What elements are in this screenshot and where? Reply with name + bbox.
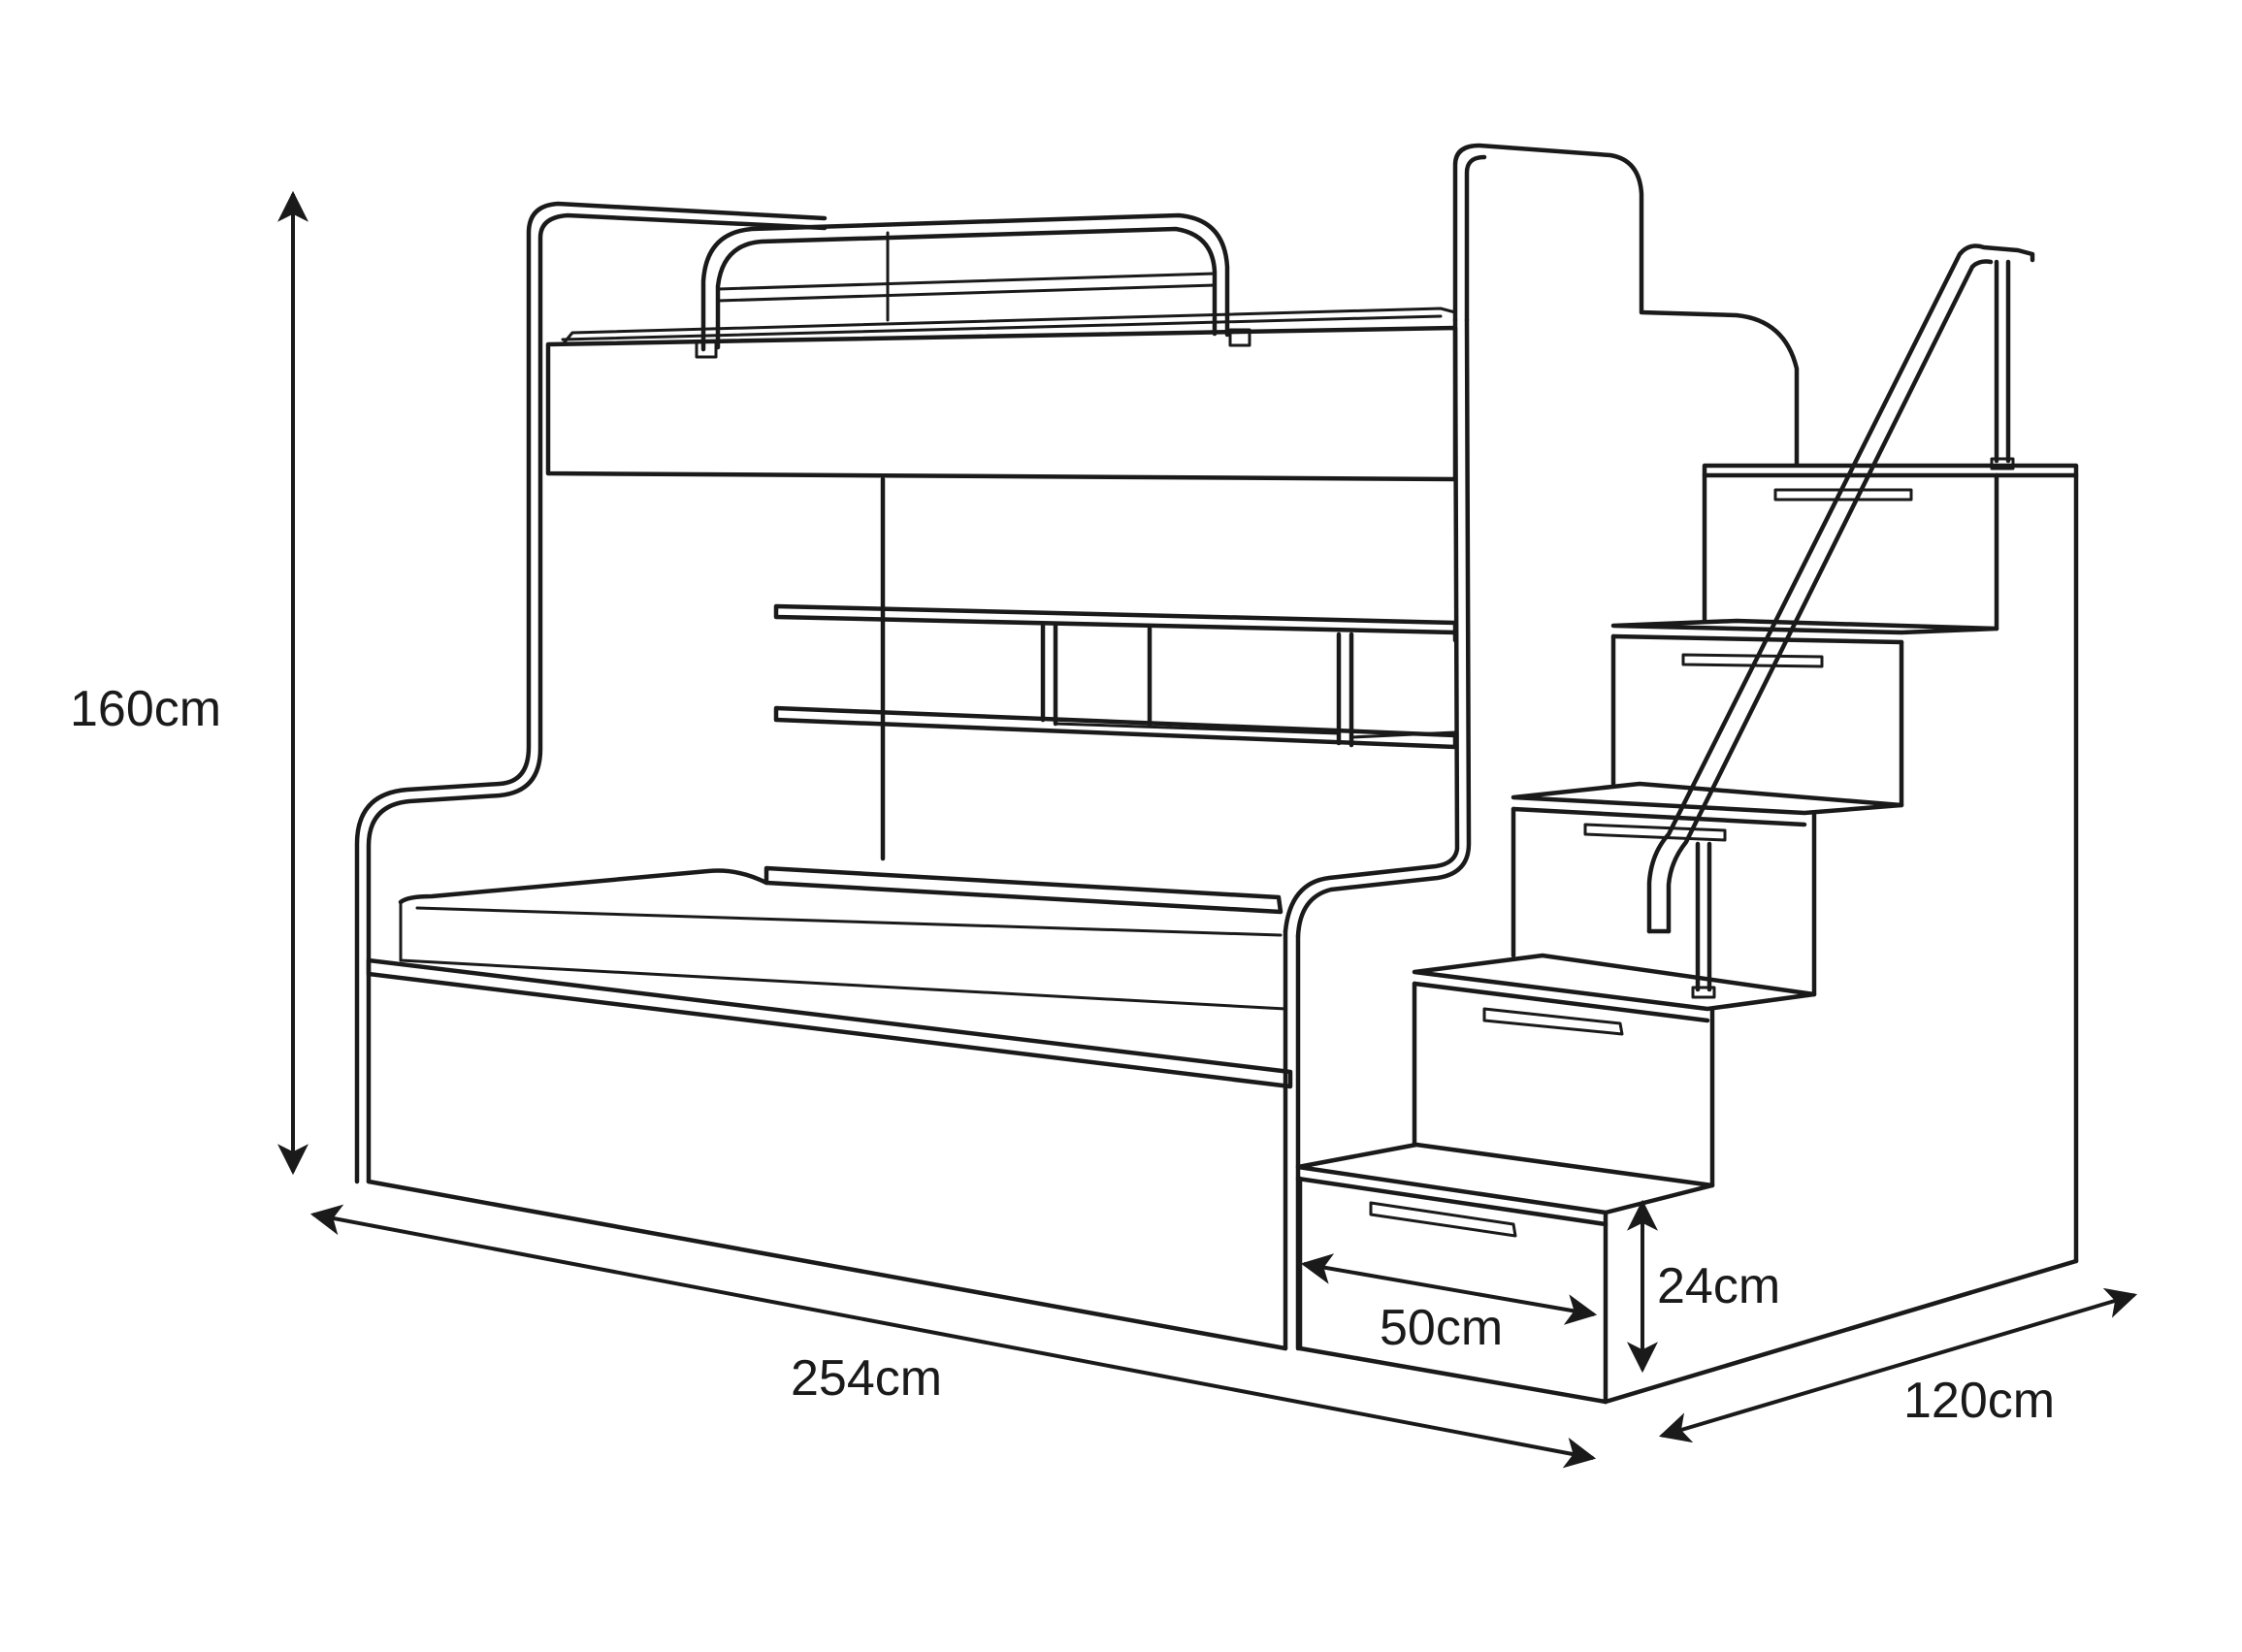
- left-side-panel: [354, 201, 828, 1184]
- upper-bunk: [545, 212, 1458, 482]
- length-arrow: [309, 1204, 1597, 1469]
- step-width-arrow: [1300, 1253, 1598, 1325]
- handrail: [1646, 243, 2035, 999]
- shelves: [773, 603, 1458, 750]
- staircase: [1295, 463, 2079, 1405]
- dimension-arrows: [277, 190, 2138, 1469]
- step-width-label: 50cm: [1380, 1300, 1504, 1356]
- length-label: 254cm: [791, 1350, 943, 1407]
- depth-arrow: [1658, 1287, 2138, 1443]
- depth-label: 120cm: [1903, 1373, 2056, 1429]
- lower-bed: [366, 865, 1301, 1351]
- height-label: 160cm: [70, 681, 222, 737]
- central-back: [880, 143, 1800, 939]
- step-height-label: 24cm: [1657, 1258, 1781, 1314]
